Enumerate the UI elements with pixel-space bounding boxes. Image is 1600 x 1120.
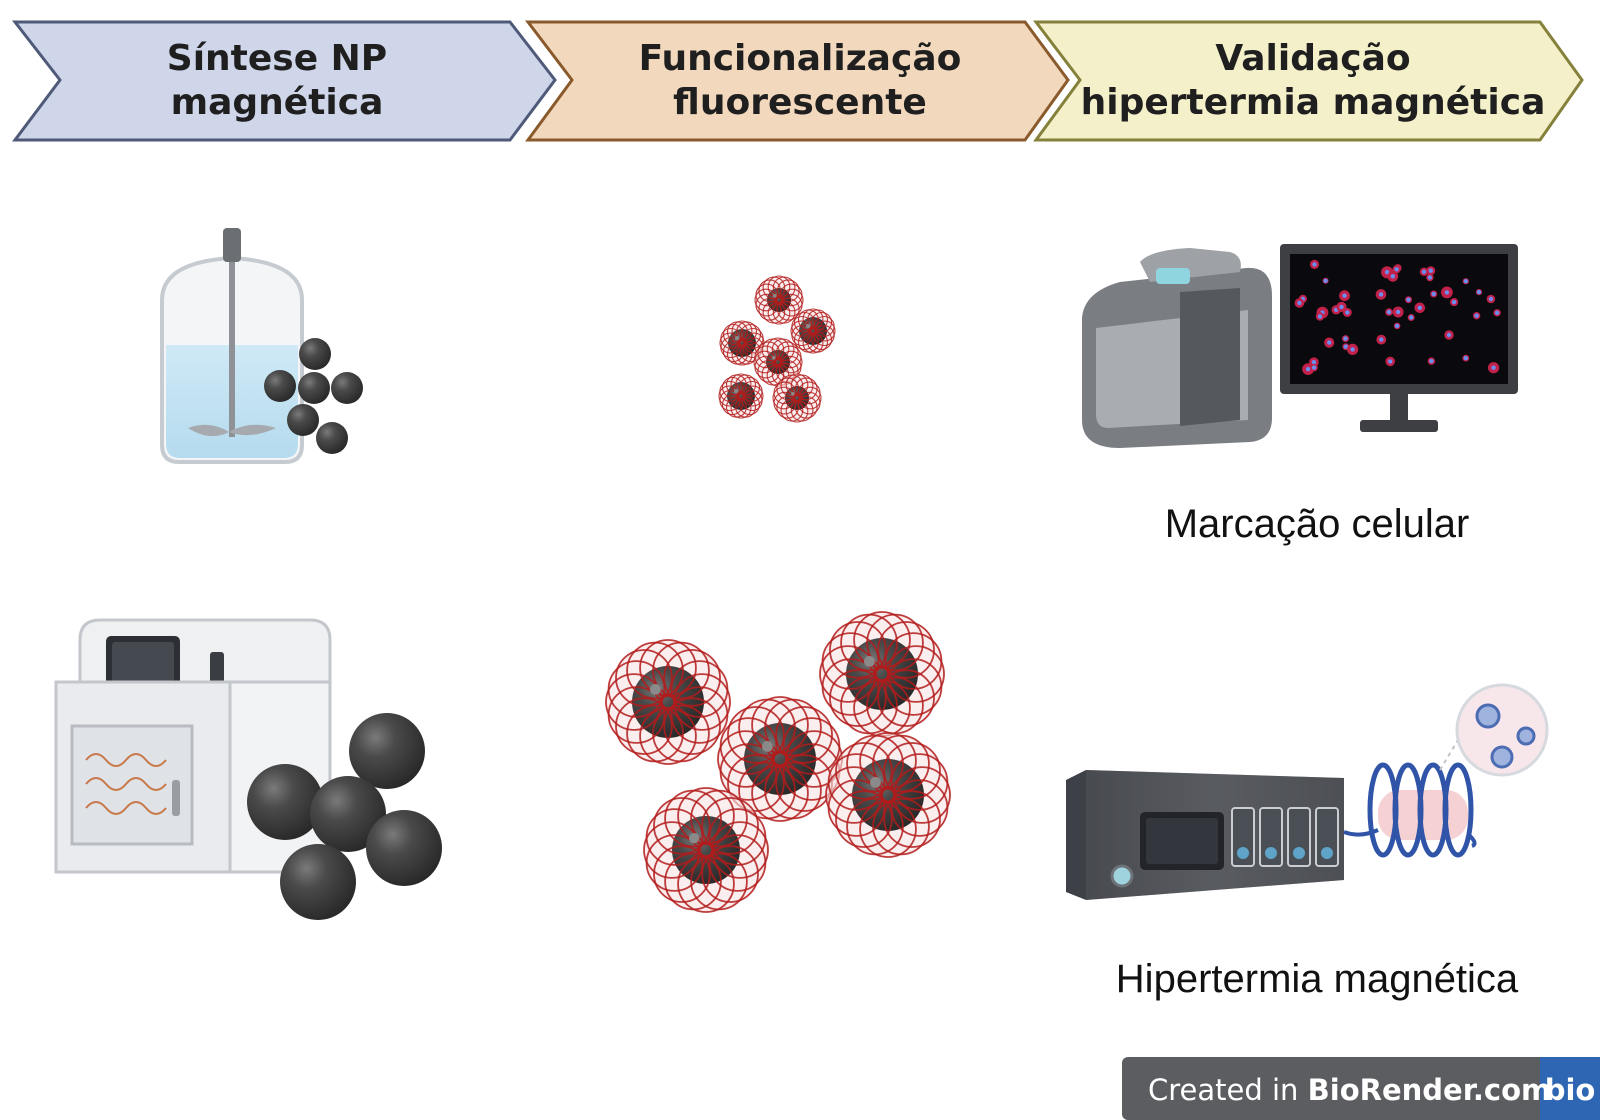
step-arrow-validation: Validação hipertermia magnética xyxy=(1032,20,1584,142)
step-title-line2: fluorescente xyxy=(673,82,927,123)
stirred-reactor-icon xyxy=(160,228,304,464)
coated-nanoparticle xyxy=(719,320,765,366)
step-arrow-shape xyxy=(524,20,1070,142)
nanoparticle-cluster-large xyxy=(247,713,442,920)
step-arrow-functionalization: Funcionalização fluorescente xyxy=(524,20,1070,142)
coated-nanoparticle xyxy=(643,787,769,913)
step-title-line2: magnética xyxy=(171,82,384,123)
induction-coil-icon xyxy=(1343,762,1477,858)
biorender-logo: bio xyxy=(1545,1073,1596,1107)
biorender-watermark[interactable]: Created in BioRender.com bio xyxy=(1122,1057,1600,1120)
step-arrow-synthesis: Síntese NP magnética xyxy=(11,20,557,142)
coated-nanoparticle xyxy=(825,732,951,858)
step-title-line1: Síntese NP xyxy=(167,38,387,79)
nanoparticle-cluster-small xyxy=(264,338,363,454)
step-arrow-shape xyxy=(11,20,557,142)
coated-nanoparticle xyxy=(718,373,764,419)
hyperthermia-device-icon xyxy=(1066,770,1344,900)
step-title-line1: Funcionalização xyxy=(639,38,962,79)
coated-nanoparticles-small xyxy=(718,275,836,423)
coated-nanoparticle xyxy=(717,696,843,822)
step-title-line1: Validação xyxy=(1215,38,1410,79)
microscope-icon xyxy=(1082,248,1272,448)
coated-nanoparticle xyxy=(753,337,803,387)
coated-nanoparticle xyxy=(772,373,822,423)
coated-nanoparticle xyxy=(819,611,945,737)
coated-nanoparticle xyxy=(754,275,804,325)
microwave-reactor-icon xyxy=(54,618,332,874)
coated-nanoparticle xyxy=(605,639,731,765)
coated-nanoparticles-large xyxy=(605,611,951,913)
monitor-icon xyxy=(1280,244,1518,432)
step-arrow-shape xyxy=(1032,20,1584,142)
coated-nanoparticle xyxy=(790,308,836,354)
virus-zoom-icon xyxy=(1439,683,1549,777)
caption-hyperthermia: Hipertermia magnética xyxy=(1116,957,1519,1001)
step-title-line2: hipertermia magnética xyxy=(1081,82,1546,123)
caption-cell-labeling: Marcação celular xyxy=(1165,502,1470,546)
watermark-text: Created in BioRender.com xyxy=(1148,1073,1551,1107)
